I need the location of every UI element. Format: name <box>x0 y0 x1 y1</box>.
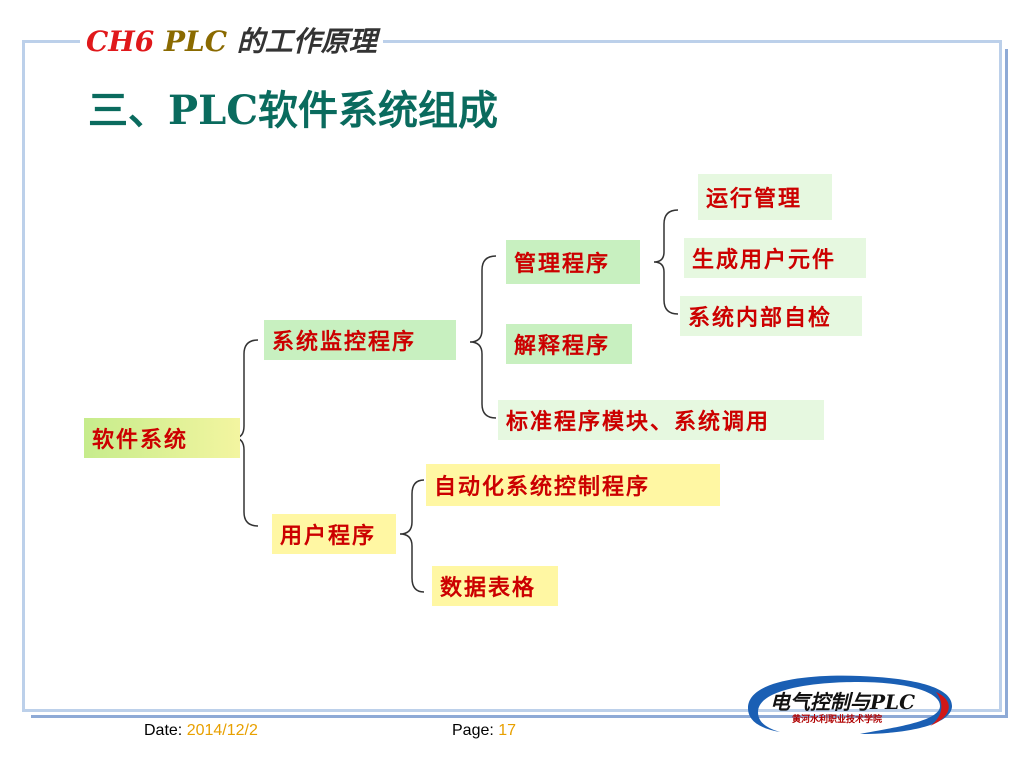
bracket-user <box>399 479 425 593</box>
slide-title: 三、PLC软件系统组成 <box>88 87 499 134</box>
node-interpret-program: 解释程序 <box>506 324 632 364</box>
page-value: 17 <box>498 722 517 739</box>
node-system-monitor: 系统监控程序 <box>264 320 456 360</box>
slide-frame <box>22 40 1008 718</box>
logo-main-text: 电气控制与PLC <box>770 690 916 714</box>
node-management-program: 管理程序 <box>506 240 640 284</box>
footer-page: Page: 17 <box>452 722 516 740</box>
node-run-management: 运行管理 <box>698 174 832 220</box>
bracket-monitor <box>469 255 497 419</box>
bracket-management <box>653 209 679 315</box>
node-generate-user-elements: 生成用户元件 <box>684 238 866 278</box>
node-software-system: 软件系统 <box>84 418 240 458</box>
node-user-program: 用户程序 <box>272 514 396 554</box>
chapter-header: CH6 PLC 的工作原理 <box>80 24 383 60</box>
page-label: Page: <box>452 722 494 739</box>
node-auto-control-program: 自动化系统控制程序 <box>426 464 720 506</box>
logo: 电气控制与PLC 黄河水利职业技术学院 <box>740 672 960 738</box>
date-value: 2014/12/2 <box>186 722 258 739</box>
logo-swoosh-icon <box>748 675 952 734</box>
node-standard-modules: 标准程序模块、系统调用 <box>498 400 824 440</box>
node-internal-self-check: 系统内部自检 <box>680 296 862 336</box>
chapter-number: CH6 <box>86 25 155 58</box>
chapter-title: 的工作原理 <box>236 25 377 58</box>
node-data-table: 数据表格 <box>432 566 558 606</box>
logo-sub-text: 黄河水利职业技术学院 <box>792 715 883 725</box>
date-label: Date: <box>144 722 183 739</box>
chapter-plc: PLC <box>163 25 228 58</box>
footer-date: Date: 2014/12/2 <box>144 722 258 740</box>
